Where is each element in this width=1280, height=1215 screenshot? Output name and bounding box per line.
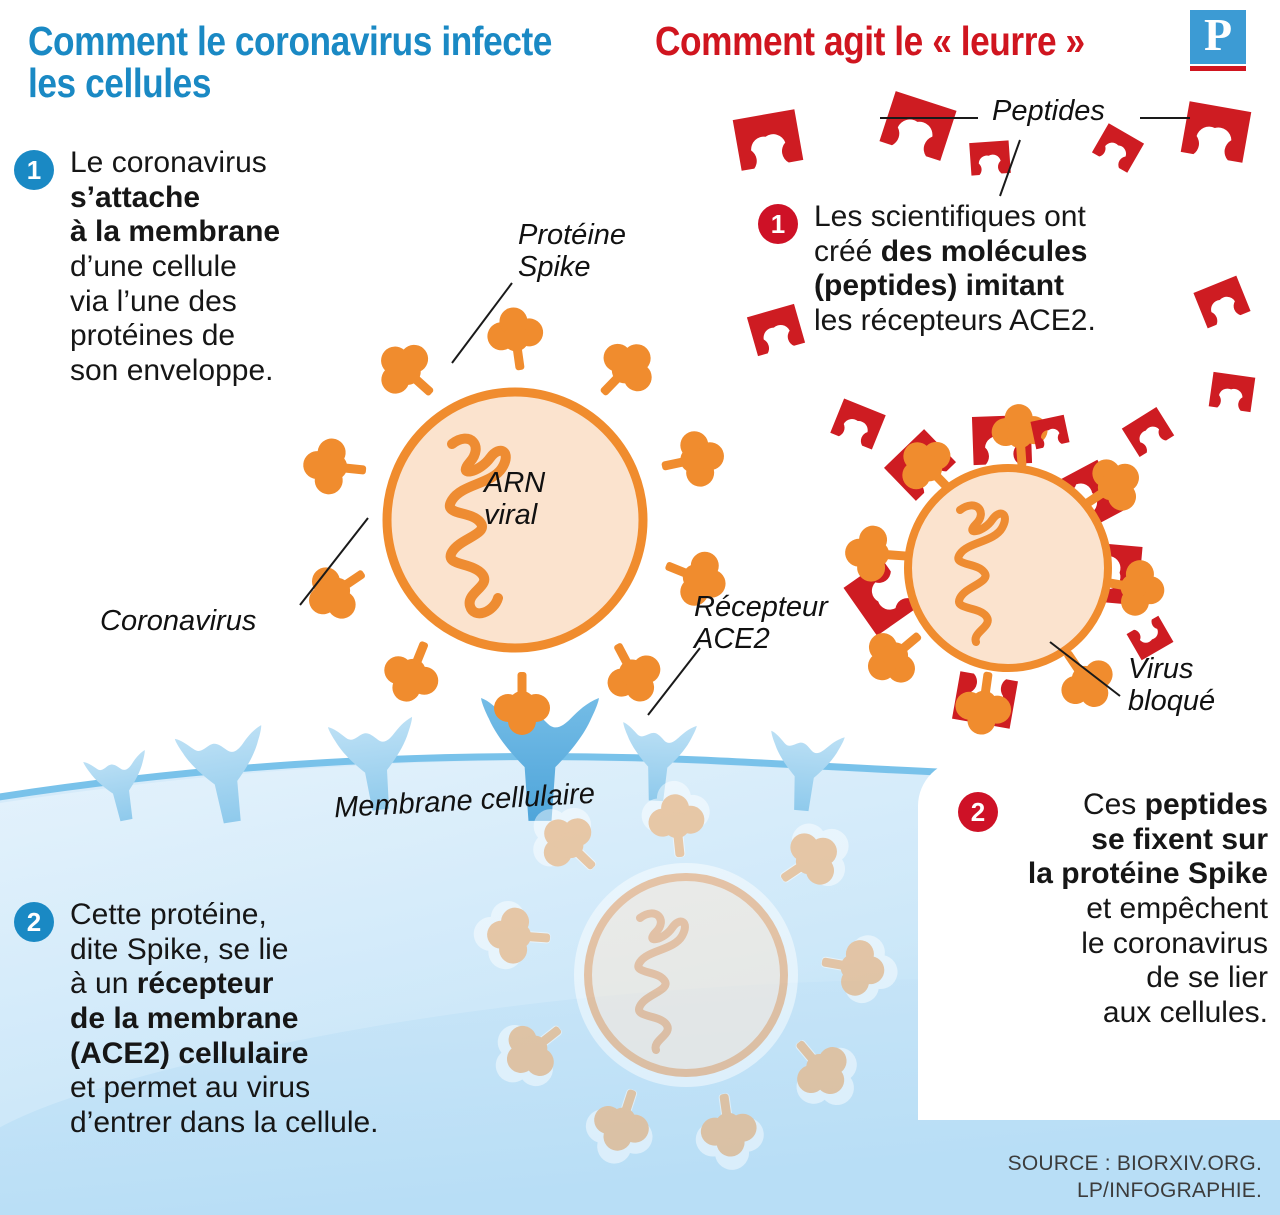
peptide-free [1208, 371, 1256, 413]
peptide-free [1121, 406, 1175, 458]
peptide-free [830, 398, 886, 450]
page-title-left: Comment le coronavirus infecte les cellu… [28, 18, 552, 107]
step-badge-right-1: 1 [758, 204, 798, 244]
spike-protein [300, 435, 369, 499]
label-virus-bloque: Virus bloqué [1128, 653, 1216, 717]
virus-envelope [584, 873, 788, 1077]
step-badge-right-2: 2 [958, 792, 998, 832]
virus-envelope [904, 464, 1112, 672]
text-run: Ces [1082, 788, 1145, 821]
spike-protein [375, 631, 451, 712]
step-badge-left-2: 2 [14, 902, 54, 942]
logo-letter: P [1203, 9, 1233, 60]
spike-protein [843, 523, 910, 585]
leader-line-ace2 [647, 647, 701, 716]
leader-line-peptides-down [999, 139, 1021, 197]
leader-line-coronavirus [299, 517, 369, 606]
label-arn-viral: ARN viral [484, 467, 546, 531]
text-run: Le coronavirus [70, 146, 267, 179]
source-line-2: LP/INFOGRAPHIE. [1076, 1179, 1262, 1203]
label-proteine-spike: Protéine Spike [518, 219, 627, 283]
peptide-free [732, 109, 804, 171]
viral-rna-strand [954, 501, 1009, 646]
coronavirus-main [295, 303, 736, 735]
coronavirus-inside-cell [471, 777, 904, 1175]
source-credit: SOURCE : BIORXIV.ORG. LP/INFOGRAPHIE. [1008, 1151, 1262, 1205]
leader-line-group [299, 117, 1190, 716]
text-run-bold: des molécules(peptides) imitant [814, 234, 1088, 303]
peptide-free [1180, 101, 1252, 163]
leader-line-virus-bloque [1049, 641, 1121, 697]
text-run: les récepteurs ACE2. [814, 303, 1096, 337]
leader-line-spike [451, 282, 513, 364]
spike-protein [582, 328, 667, 413]
spike-protein [656, 425, 730, 494]
spike-protein [483, 303, 549, 374]
logo-square: P [1190, 10, 1246, 64]
label-coronavirus: Coronavirus [100, 605, 257, 637]
le-parisien-logo: P [1190, 10, 1246, 72]
source-line-1: SOURCE : BIORXIV.ORG. [1007, 1152, 1262, 1176]
viral-rna-strand [445, 433, 511, 619]
page-title-right: Comment agit le « leurre » [655, 18, 1085, 64]
viral-rna-strand [634, 909, 689, 1054]
coronavirus-blocked [843, 402, 1169, 739]
peptide-free [969, 140, 1011, 176]
peptide-free [879, 91, 957, 161]
step-badge-left-1: 1 [14, 150, 54, 190]
label-peptides: Peptides [992, 95, 1105, 127]
peptide-free [1091, 123, 1145, 173]
label-recepteur-ace2: Récepteur ACE2 [694, 591, 828, 655]
virus-envelope [382, 387, 648, 653]
spike-protein [295, 549, 380, 632]
logo-bar [1190, 66, 1246, 71]
